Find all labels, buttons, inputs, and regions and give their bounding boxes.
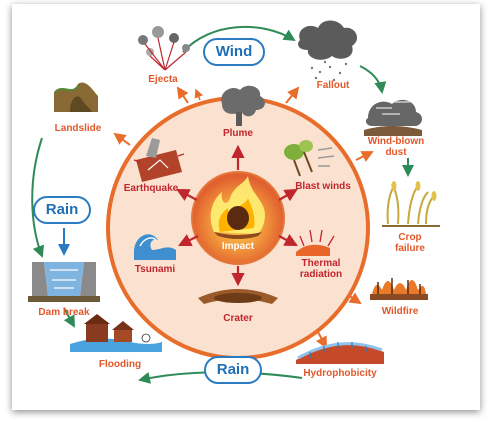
arrow-to-landslide [113, 132, 131, 146]
arrow-to-fallout [285, 86, 300, 104]
arrow-dam-to-flooding [63, 307, 75, 328]
hydrophobicity-label: Hydrophobicity [303, 368, 377, 379]
crater-icon [198, 289, 278, 304]
earthquake-icon [133, 138, 185, 182]
impact-fire-icon [210, 176, 265, 239]
tsunami-icon [134, 234, 176, 260]
arrow-fallout-to-dust [359, 65, 387, 94]
rain-bottom-pill: Rain [204, 356, 262, 384]
thermal-radiation-icon [296, 229, 335, 256]
flooding-icon [70, 314, 162, 352]
tsunami-label: Tsunami [134, 264, 176, 275]
rain-top-pill: Rain [33, 196, 91, 224]
dam-break-label: Dam break [38, 307, 90, 318]
dam-break-icon [28, 262, 100, 302]
arrow-to-wildfire [347, 292, 362, 305]
wind-blown-dust-label: Wind-blown dust [367, 136, 425, 158]
arrow-to-ejecta-small [194, 88, 203, 101]
arrow-to-hydrophobicity [316, 331, 327, 349]
wildfire-icon [370, 278, 428, 300]
fallout-label: Fallout [316, 80, 350, 91]
crop-failure-icon [382, 181, 440, 227]
flooding-label: Flooding [98, 359, 142, 370]
plume-label: Plume [222, 128, 253, 139]
arrow-to-thermal-radiation [278, 234, 298, 247]
ejecta-icon [138, 26, 190, 71]
fallout-icon [298, 20, 358, 82]
ejecta-label: Ejecta [148, 74, 178, 85]
thermal-radiation-label: Thermal radiation [299, 258, 343, 280]
crater-label: Crater [223, 313, 253, 324]
landslide-label: Landslide [54, 123, 102, 134]
hydrophobicity-icon [296, 342, 384, 364]
landslide-icon [54, 82, 98, 112]
blast-winds-icon [284, 140, 335, 177]
arrow-to-wind-blown-dust [355, 151, 374, 162]
arrow-wind-to-fallout [182, 25, 296, 53]
wind-blown-dust-icon [364, 99, 422, 136]
wildfire-label: Wildfire [381, 306, 419, 317]
plume-icon [221, 85, 265, 126]
arrow-to-ejecta [176, 86, 189, 104]
arrow-to-earthquake [176, 188, 198, 201]
arrow-to-tsunami [178, 234, 199, 246]
earthquake-label: Earthquake [123, 183, 179, 194]
blast-winds-label: Blast winds [295, 181, 351, 192]
crop-failure-label: Crop failure [394, 232, 425, 254]
arrow-landslide-to-dam [31, 137, 44, 258]
wind-pill: Wind [203, 38, 265, 66]
impact-label: Impact [221, 241, 255, 252]
arrow-to-blast-winds [278, 188, 298, 202]
